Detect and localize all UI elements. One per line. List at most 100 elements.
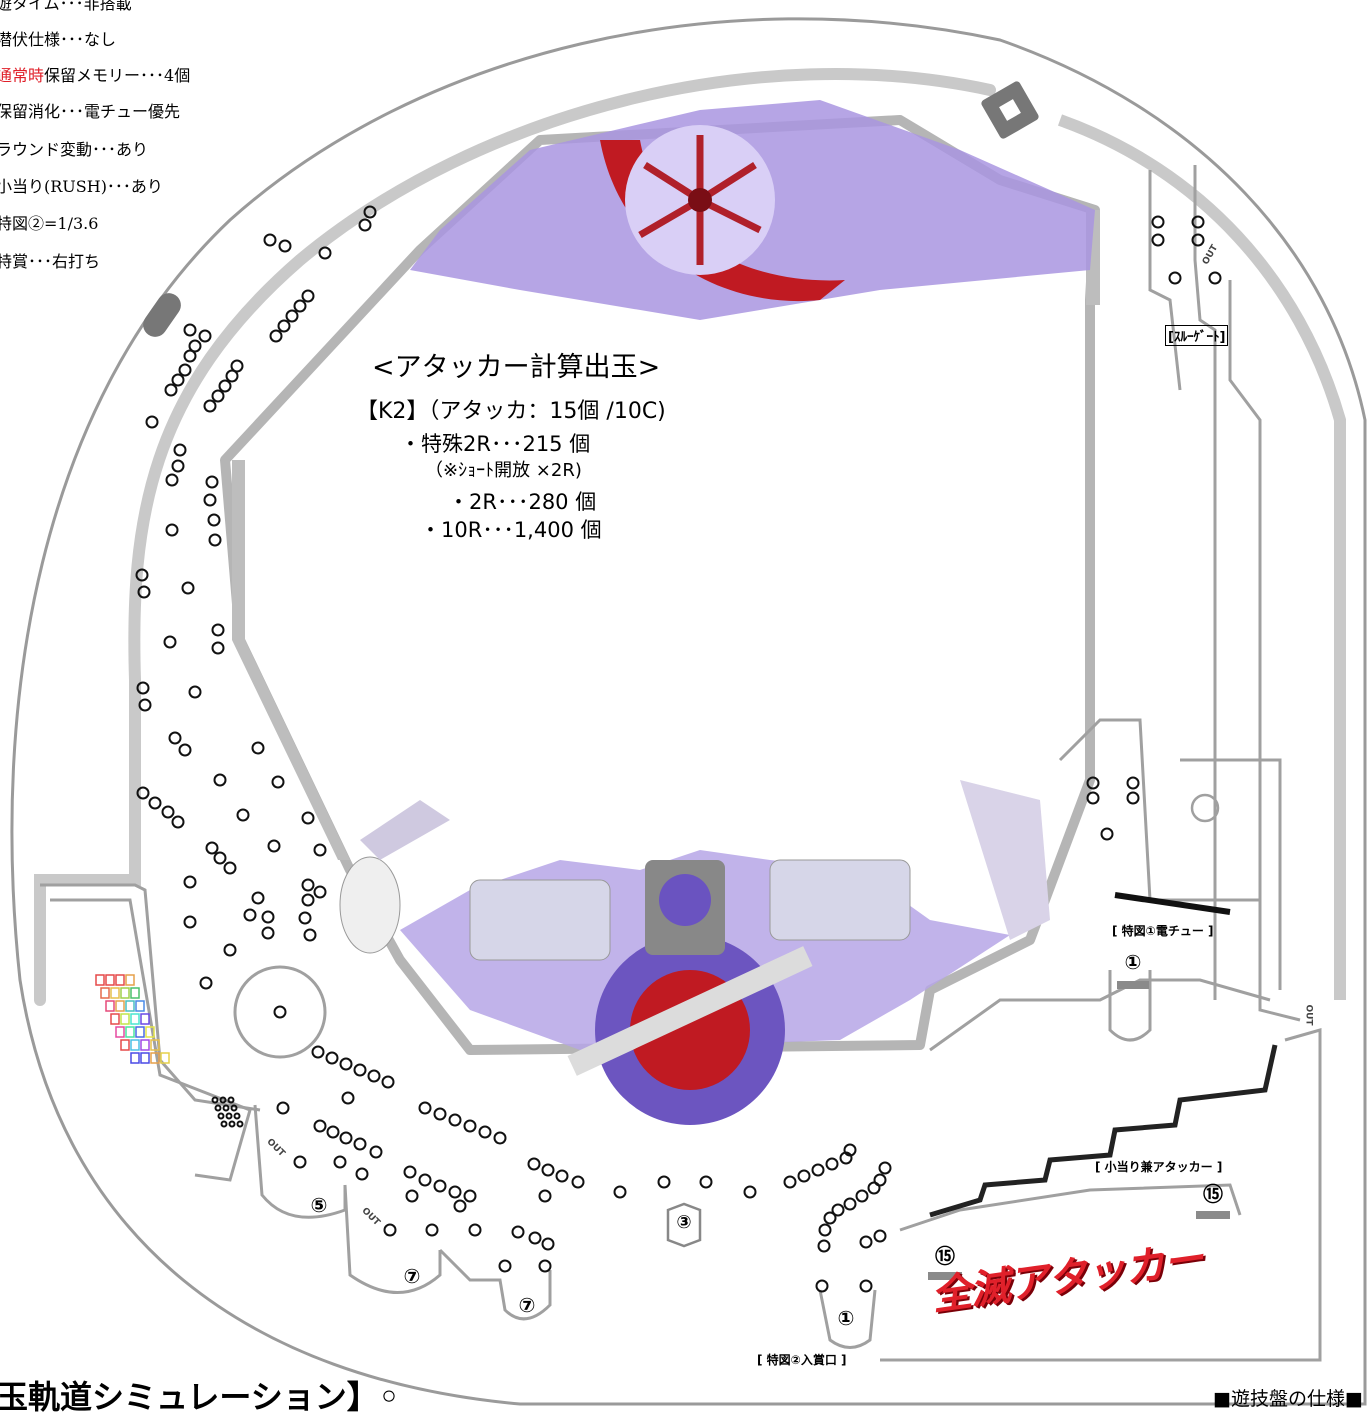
nail — [797, 1169, 811, 1183]
nail — [405, 1189, 419, 1203]
label-tokuzu2-entry: [ 特図②入賞口 ] — [757, 1353, 847, 1367]
spec-item-hold-priority: 保留消化･･･電チュー優先 — [0, 102, 181, 121]
nail — [463, 1119, 477, 1133]
nail — [203, 399, 217, 413]
calc-line-special-2r: ・特殊2R･･･215 個 — [400, 432, 591, 456]
nail — [276, 1101, 290, 1115]
nail — [148, 796, 162, 810]
nail — [448, 1113, 462, 1127]
nail — [403, 1165, 417, 1179]
nail — [218, 379, 232, 393]
nail — [1126, 791, 1140, 805]
nail — [448, 1185, 462, 1199]
pocket-15-right: ⑮ — [1203, 1182, 1223, 1206]
right-ring — [1190, 793, 1220, 823]
nail — [181, 581, 195, 595]
nail — [571, 1175, 585, 1189]
nail — [301, 811, 315, 825]
pocket-7-right: ⑦ — [518, 1293, 536, 1317]
nail — [171, 815, 185, 829]
spec-item-hold-memory-prefix: 通常時 — [0, 66, 45, 85]
nail-small — [228, 1120, 236, 1128]
nail-small — [214, 1104, 222, 1112]
nail — [298, 911, 312, 925]
nail — [527, 1157, 541, 1171]
nail — [843, 1143, 857, 1157]
right-outer-rail — [1057, 114, 1346, 1000]
nail — [271, 775, 285, 789]
left-frame-bar — [232, 460, 350, 860]
nail — [1100, 827, 1114, 841]
nail — [699, 1175, 713, 1189]
pocket-7-left: ⑦ — [403, 1264, 421, 1288]
nail — [358, 218, 372, 232]
nail-small — [225, 1112, 233, 1120]
nail — [135, 568, 149, 582]
nail — [164, 383, 178, 397]
spec-item-hold-memory-label: 保留メモリー･･･4個 — [44, 66, 191, 85]
nail — [541, 1237, 555, 1251]
nail — [339, 1057, 353, 1071]
nail — [1151, 215, 1165, 229]
nail — [878, 1161, 892, 1175]
nail — [211, 389, 225, 403]
label-tokuzu1-denchu: [ 特図①電チュー ] — [1112, 924, 1214, 938]
nail — [425, 1223, 439, 1237]
nail — [339, 1131, 353, 1145]
nail — [325, 1051, 339, 1065]
nail — [183, 323, 197, 337]
pocket-15-left: ⑮ — [935, 1244, 955, 1268]
nail — [811, 1163, 825, 1177]
top-ornament — [410, 100, 1095, 320]
nail — [363, 205, 377, 219]
nail — [1151, 233, 1165, 247]
nail — [318, 246, 332, 260]
nail — [817, 1239, 831, 1253]
nail — [163, 635, 177, 649]
nail — [313, 885, 327, 899]
colored-stack — [95, 974, 170, 1064]
nail — [1086, 791, 1100, 805]
nail-small — [230, 1104, 238, 1112]
board-outer-outline — [10, 17, 1367, 1406]
nail — [818, 1223, 832, 1237]
nail — [251, 741, 265, 755]
nail — [267, 839, 281, 853]
nail — [1126, 776, 1140, 790]
nail — [383, 1223, 397, 1237]
nail-small — [219, 1096, 227, 1104]
nail — [303, 928, 317, 942]
nail — [171, 373, 185, 387]
nail — [213, 851, 227, 865]
nail-small — [233, 1112, 241, 1120]
nail — [825, 1157, 839, 1171]
nail — [165, 473, 179, 487]
nail — [261, 910, 275, 924]
attacker-calc-subtitle: 【K2】（アタッカ：15個 /10C) — [356, 399, 666, 424]
nail — [199, 976, 213, 990]
nail — [468, 1223, 482, 1237]
label-koatari-attacker: [ 小当り兼アタッカー ] — [1095, 1160, 1223, 1174]
right-channels — [818, 165, 1322, 1362]
nail — [183, 875, 197, 889]
nail — [418, 1173, 432, 1187]
nail — [183, 915, 197, 929]
bottom-ornament — [339, 780, 1050, 1125]
nail — [528, 1231, 542, 1245]
nail — [313, 843, 327, 857]
nail — [145, 415, 159, 429]
nail — [463, 1189, 477, 1203]
spec-item-hold-memory: 通常時保留メモリー･･･4個 — [0, 62, 190, 86]
nail — [211, 623, 225, 637]
pocket-5: ⑤ — [310, 1193, 328, 1217]
nail — [178, 363, 192, 377]
pocket-1-denchu: ① — [1124, 950, 1142, 974]
nail — [301, 878, 315, 892]
nail — [613, 1185, 627, 1199]
nail — [236, 808, 250, 822]
nail — [433, 1107, 447, 1121]
pocket-3-frame — [666, 1202, 702, 1248]
nail — [277, 319, 291, 333]
